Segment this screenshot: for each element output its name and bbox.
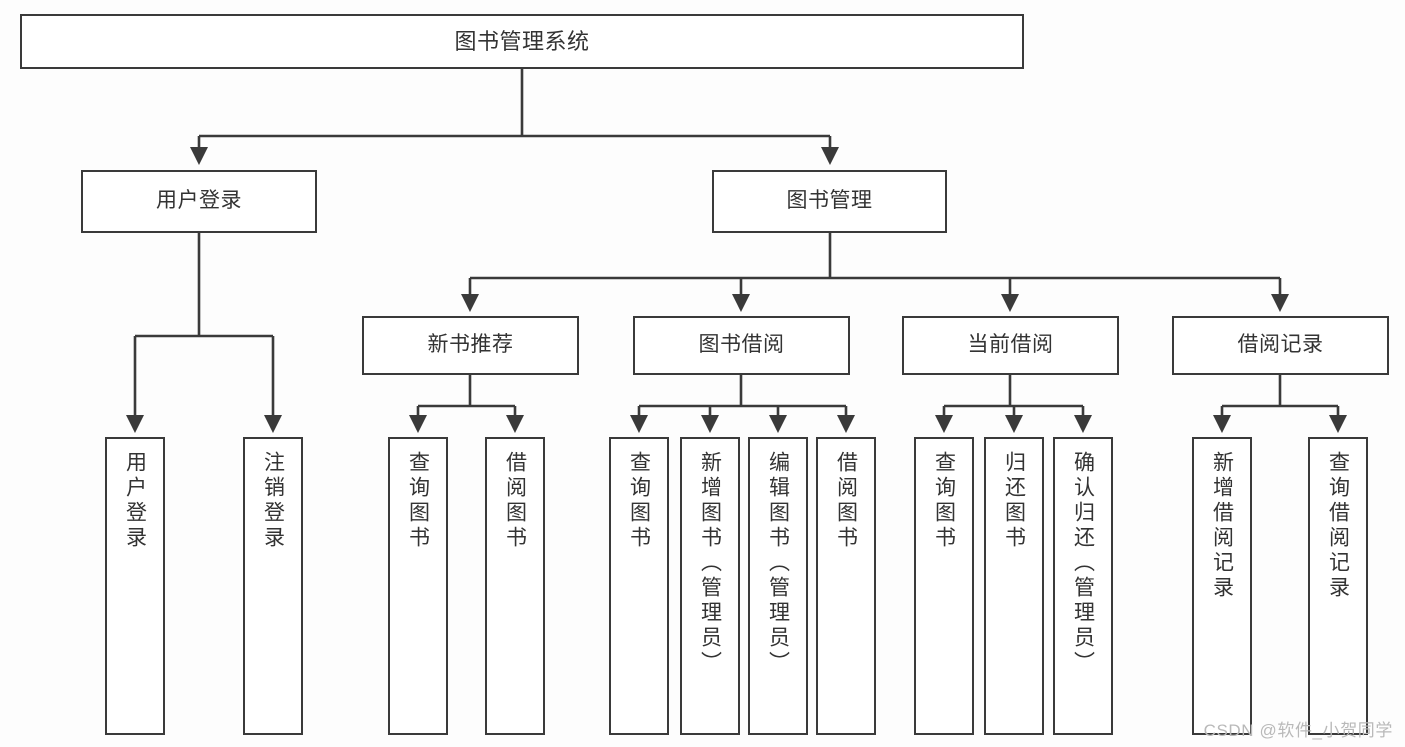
- node-current-borrow[interactable]: 当前借阅: [902, 316, 1119, 375]
- node-new-book-recommend[interactable]: 新书推荐: [362, 316, 579, 375]
- node-label: 借阅记录: [1237, 333, 1324, 357]
- node-label: 借阅图书: [834, 451, 858, 551]
- node-label: 新书推荐: [427, 333, 514, 357]
- node-label: 编辑图书（管理员）: [766, 451, 790, 676]
- node-root-system[interactable]: 图书管理系统: [20, 14, 1024, 69]
- node-leaf-add-borrow-record[interactable]: 新增借阅记录: [1192, 437, 1252, 735]
- node-book-borrow[interactable]: 图书借阅: [633, 316, 850, 375]
- node-label: 查询图书: [627, 451, 651, 551]
- node-leaf-borrow-book[interactable]: 借阅图书: [816, 437, 876, 735]
- node-leaf-query-book-recommend[interactable]: 查询图书: [388, 437, 448, 735]
- node-label: 图书管理系统: [454, 28, 590, 54]
- node-leaf-query-book-borrow[interactable]: 查询图书: [609, 437, 669, 735]
- node-label: 新增图书（管理员）: [698, 451, 722, 676]
- node-leaf-borrow-book-recommend[interactable]: 借阅图书: [485, 437, 545, 735]
- node-label: 注销登录: [261, 451, 285, 551]
- node-book-manage[interactable]: 图书管理: [712, 170, 947, 233]
- node-leaf-return-book[interactable]: 归还图书: [984, 437, 1044, 735]
- node-label: 借阅图书: [503, 451, 527, 551]
- node-label: 图书管理: [786, 189, 873, 213]
- node-label: 查询图书: [406, 451, 430, 551]
- node-label: 查询图书: [932, 451, 956, 551]
- node-leaf-add-book[interactable]: 新增图书（管理员）: [680, 437, 740, 735]
- node-label: 新增借阅记录: [1210, 451, 1234, 601]
- node-leaf-confirm-return[interactable]: 确认归还（管理员）: [1053, 437, 1113, 735]
- node-leaf-edit-book[interactable]: 编辑图书（管理员）: [748, 437, 808, 735]
- node-leaf-user-login[interactable]: 用户登录: [105, 437, 165, 735]
- node-label: 当前借阅: [967, 333, 1054, 357]
- csdn-watermark: CSDN @软件_小贺同学: [1203, 721, 1393, 740]
- node-leaf-logout[interactable]: 注销登录: [243, 437, 303, 735]
- node-label: 查询借阅记录: [1326, 451, 1350, 601]
- node-label: 用户登录: [123, 451, 147, 551]
- node-label: 归还图书: [1002, 451, 1026, 551]
- node-borrow-record[interactable]: 借阅记录: [1172, 316, 1389, 375]
- node-label: 用户登录: [156, 189, 242, 213]
- node-leaf-query-book-current[interactable]: 查询图书: [914, 437, 974, 735]
- node-user-login[interactable]: 用户登录: [81, 170, 317, 233]
- node-label: 确认归还（管理员）: [1071, 451, 1095, 676]
- node-leaf-query-borrow-record[interactable]: 查询借阅记录: [1308, 437, 1368, 735]
- node-label: 图书借阅: [698, 333, 785, 357]
